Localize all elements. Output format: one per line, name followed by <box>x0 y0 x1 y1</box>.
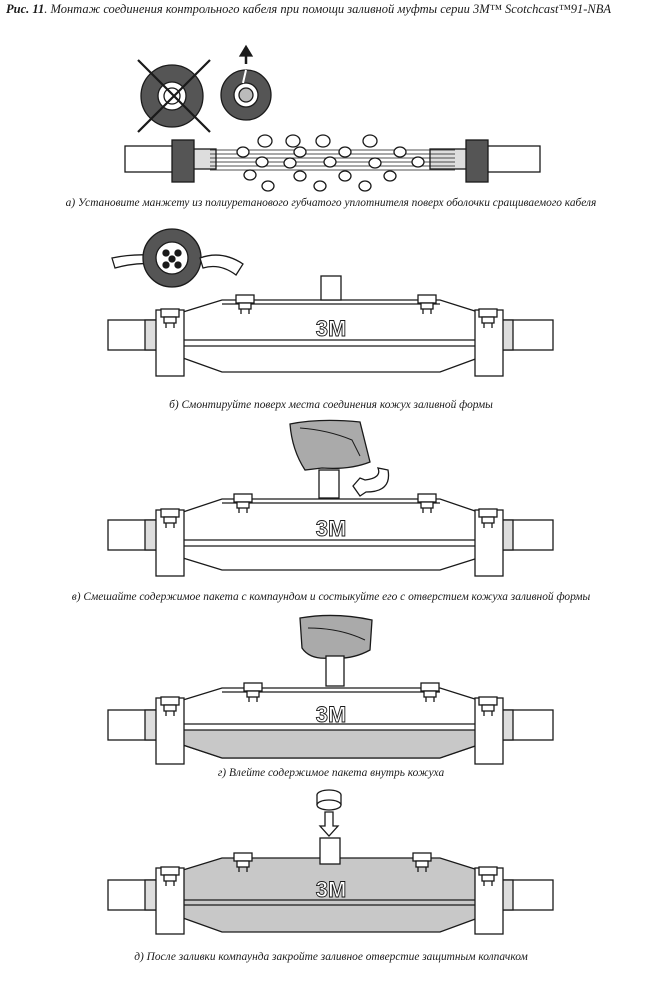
step-e-caption: д) После заливки компаунда закройте зали… <box>134 951 528 963</box>
brand-logo-3m: 3M <box>316 877 347 902</box>
poured-compound <box>182 729 479 759</box>
brand-logo-3m: 3M <box>316 702 347 727</box>
figure-title: Рис. 11. Монтаж соединения контрольного … <box>6 2 658 17</box>
crossed-sleeve-icon <box>137 59 211 133</box>
figure-title-text: Монтаж соединения контрольного кабеля пр… <box>50 2 612 16</box>
step-d-caption: г) Влейте содержимое пакета внутрь кожух… <box>217 767 445 779</box>
step-c-illustration: 3M <box>107 419 554 577</box>
wire-connectors <box>236 134 425 192</box>
sleeve-wrap-icon <box>111 228 244 288</box>
step-a-caption: а) Установите манжету из полиуретанового… <box>65 197 597 209</box>
step-d-illustration: 3M <box>107 614 554 765</box>
up-arrow-icon <box>238 44 254 64</box>
step-a-illustration <box>124 44 541 192</box>
step-e-illustration: 3M <box>107 789 554 935</box>
protective-cap-icon <box>316 789 342 811</box>
compound-bag <box>289 419 371 471</box>
step-b-illustration: 3M <box>107 228 554 377</box>
figure-label: Рис. 11 <box>6 2 45 16</box>
figure-label-dot: . <box>44 2 51 16</box>
compound-bag <box>299 614 373 659</box>
foam-sleeve-left <box>171 139 195 183</box>
rotate-arrow-icon <box>352 467 390 497</box>
step-c-caption: в) Смешайте содержимое пакета с компаунд… <box>71 591 591 603</box>
foam-sleeve-right <box>465 139 489 183</box>
down-arrow-icon <box>318 811 340 837</box>
pour-spout <box>320 275 342 301</box>
brand-logo-3m: 3M <box>316 316 347 341</box>
capped-spout <box>319 837 341 865</box>
step-b-caption: б) Смонтируйте поверх места соединения к… <box>169 399 493 411</box>
brand-logo-3m: 3M <box>316 516 347 541</box>
sleeve-ring-icon <box>220 69 272 121</box>
